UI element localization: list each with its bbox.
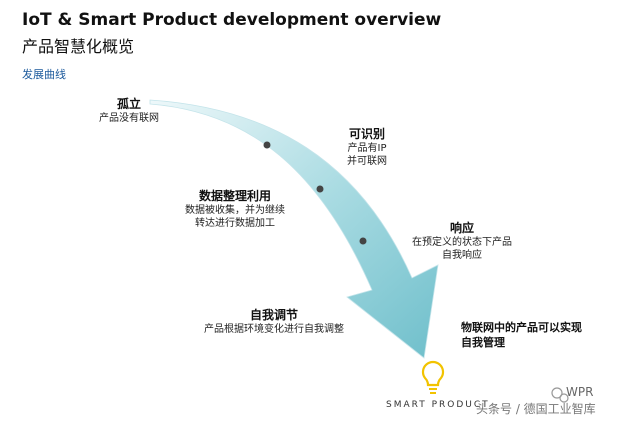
final-stage-line: 物联网中的产品可以实现 bbox=[461, 321, 582, 334]
curve-arrow bbox=[149, 99, 439, 359]
stage-desc: 自我响应 bbox=[442, 250, 482, 261]
page-title: IoT & Smart Product development overview bbox=[22, 10, 442, 30]
watermark-text: 头条号 / 德国工业智库 bbox=[476, 402, 596, 416]
section-label: 发展曲线 bbox=[22, 68, 66, 81]
stage-title: 数据整理利用 bbox=[198, 189, 271, 203]
stage-response: 响应 在预定义的状态下产品 自我响应 bbox=[392, 219, 532, 262]
page-subtitle: 产品智慧化概览 bbox=[22, 37, 135, 56]
stage-desc: 产品根据环境变化进行自我调整 bbox=[204, 324, 344, 335]
milestone-dot-1 bbox=[263, 141, 271, 149]
stage-identifiable: 可识别 产品有IP 并可联网 bbox=[332, 125, 402, 168]
stage-isolated: 孤立 产品没有联网 bbox=[86, 95, 172, 125]
milestone-dot-3 bbox=[359, 237, 367, 245]
bulb-icon bbox=[421, 360, 445, 394]
stage-title: 可识别 bbox=[348, 127, 385, 141]
stage-desc: 并可联网 bbox=[347, 156, 387, 167]
wechat-logo-icon bbox=[551, 387, 569, 403]
stage-title: 响应 bbox=[449, 221, 474, 235]
stage-title: 孤立 bbox=[116, 97, 141, 111]
brand-label: SMART PRODUCT bbox=[386, 400, 490, 410]
stage-desc: 转达进行数据加工 bbox=[195, 218, 275, 229]
stage-title: 自我调节 bbox=[249, 308, 298, 322]
stage-desc: 数据被收集，并为继续 bbox=[185, 205, 285, 216]
stage-desc: 产品没有联网 bbox=[99, 113, 159, 124]
stage-self-regulation: 自我调节 产品根据环境变化进行自我调整 bbox=[176, 306, 372, 336]
milestone-dot-2 bbox=[316, 185, 324, 193]
stage-desc: 在预定义的状态下产品 bbox=[412, 237, 512, 248]
stage-self-management: 物联网中的产品可以实现 自我管理 bbox=[461, 320, 582, 350]
watermark-brand: WPR bbox=[566, 385, 594, 399]
stage-data-utilization: 数据整理利用 数据被收集，并为继续 转达进行数据加工 bbox=[165, 187, 305, 230]
stage-desc: 产品有IP bbox=[347, 143, 387, 154]
final-stage-line: 自我管理 bbox=[461, 336, 505, 349]
